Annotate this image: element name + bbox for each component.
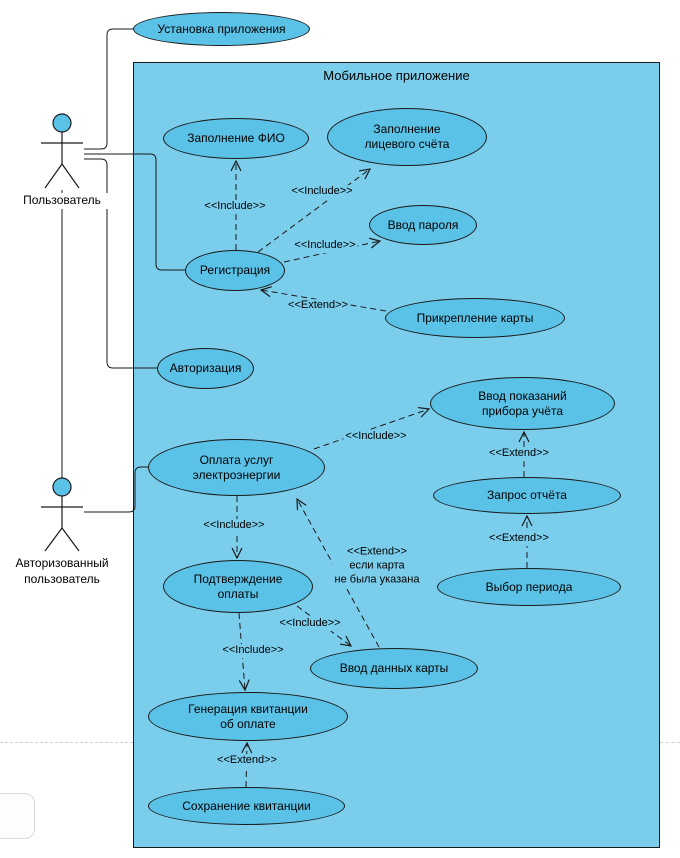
actor-auth-user-head [52,477,72,497]
usecase-fio[interactable]: Заполнение ФИО [163,118,309,159]
actor-user[interactable] [41,113,83,189]
page-boundary-line [0,742,133,743]
edge-label-extend-report-meter[interactable]: <<Extend>> [487,447,551,461]
page-ghost-shape [0,793,35,839]
usecase-card-data[interactable]: Ввод данных карты [310,648,478,689]
actor-user-label: Пользователь [7,193,117,209]
usecase-report[interactable]: Запрос отчёта [433,477,621,514]
edge-include-registration-account[interactable] [257,169,370,253]
page-boundary-line [660,742,680,743]
usecase-period[interactable]: Выбор периода [437,568,621,606]
edge-user-authorization[interactable] [84,158,157,369]
edge-user-registration[interactable] [84,153,185,271]
edge-label-extend-save-receipt[interactable]: <<Extend>> [215,754,279,768]
usecase-registration[interactable]: Регистрация [185,250,285,291]
edge-label-include-payment-meter[interactable]: <<Include>> [343,430,409,444]
edge-include-confirm-receipt[interactable] [238,612,245,690]
edge-label-extend-cardattach-registration[interactable]: <<Extend>> [286,299,350,313]
edge-label-include-registration-password[interactable]: <<Include>> [292,239,358,253]
edge-label-extend-carddata-payment[interactable]: <<Extend>> если карта не была указана [332,545,422,587]
edge-label-include-confirm-receipt[interactable]: <<Include>> [220,644,286,658]
edge-include-registration-password[interactable] [283,241,380,263]
usecase-account[interactable]: Заполнение лицевого счёта [327,108,487,166]
usecase-save[interactable]: Сохранение квитанции [148,787,345,825]
edge-authuser-payment[interactable] [84,466,148,513]
usecase-password[interactable]: Ввод пароля [369,205,477,245]
usecase-install[interactable]: Установка приложения [133,12,310,46]
edge-label-include-registration-account[interactable]: <<Include>> [289,185,355,199]
actor-auth-user-label: Авторизованный пользователь [3,556,121,588]
edge-label-extend-period-report[interactable]: <<Extend>> [487,532,551,546]
edge-include-payment-meter[interactable] [313,409,429,450]
usecase-confirm[interactable]: Подтверждение оплаты [163,560,313,613]
usecase-meter[interactable]: Ввод показаний прибора учёта [430,377,615,430]
edge-label-include-payment-confirm[interactable]: <<Include>> [201,519,267,533]
actor-auth-user[interactable] [41,477,83,552]
usecase-authorization[interactable]: Авторизация [157,348,254,389]
usecase-payment[interactable]: Оплата услуг электроэнергии [148,439,325,496]
actor-user-head [52,113,72,133]
edge-label-include-registration-fio[interactable]: <<Include>> [202,200,268,214]
edge-label-include-confirm-carddata[interactable]: <<Include>> [277,617,343,631]
usecase-card-attach[interactable]: Прикрепление карты [385,298,565,338]
edge-user-install[interactable] [84,28,133,150]
usecase-receipt[interactable]: Генерация квитанции об оплате [148,692,348,741]
system-boundary-title: Мобильное приложение [323,68,470,83]
